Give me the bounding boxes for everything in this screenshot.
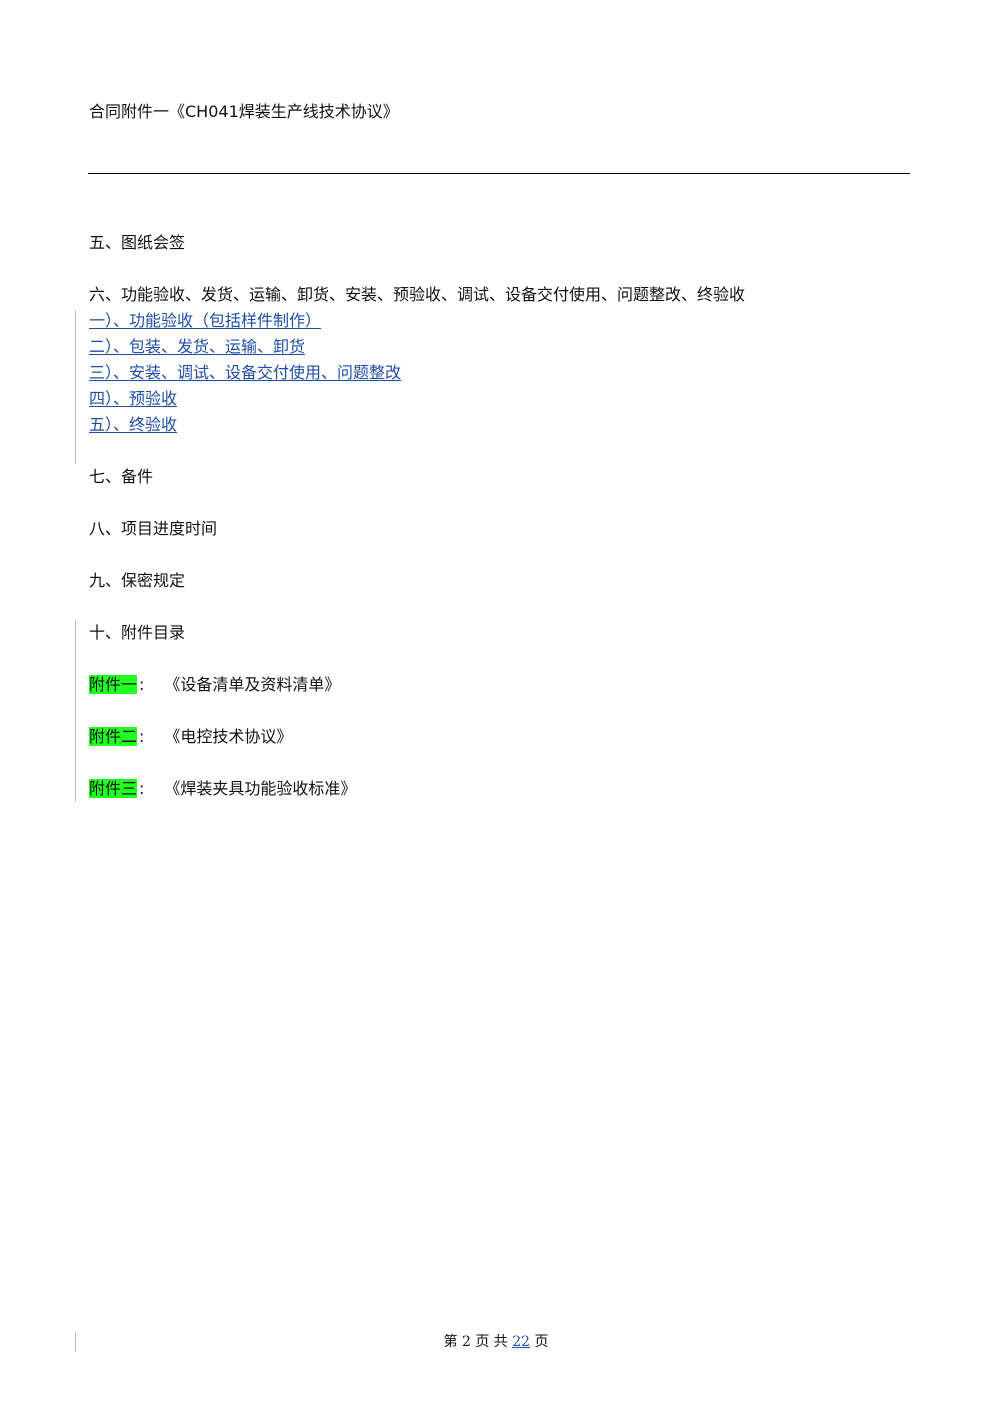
section-7-heading: 七、备件 xyxy=(89,467,154,486)
footer-total-pages[interactable]: 22 xyxy=(512,1334,531,1350)
footer-prefix: 第 xyxy=(443,1334,458,1350)
appendix-row: 附件一: 《设备清单及资料清单》 xyxy=(89,674,340,696)
header-divider xyxy=(88,173,910,174)
appendix-1-label[interactable]: 附件一 xyxy=(89,675,138,694)
toc-link-functional-acceptance[interactable]: 一）、功能验收（包括样件制作） xyxy=(89,311,322,330)
appendix-row: 附件三: 《焊装夹具功能验收标准》 xyxy=(89,778,356,800)
toc-link-packing-shipping[interactable]: 二）、包装、发货、运输、卸货 xyxy=(89,337,306,356)
section-10-heading: 十、附件目录 xyxy=(89,623,186,642)
toc-link-installation-debugging[interactable]: 三）、安装、调试、设备交付使用、问题整改 xyxy=(89,363,402,382)
appendix-row: 附件二: 《电控技术协议》 xyxy=(89,726,292,748)
revision-margin-bar xyxy=(75,620,76,802)
appendix-separator: : xyxy=(139,675,145,694)
toc-link-pre-acceptance[interactable]: 四）、预验收 xyxy=(89,389,178,408)
appendix-1-title: 《设备清单及资料清单》 xyxy=(164,675,341,694)
appendix-3-title: 《焊装夹具功能验收标准》 xyxy=(164,779,357,798)
appendix-separator: : xyxy=(139,727,145,746)
appendix-2-label[interactable]: 附件二 xyxy=(89,727,138,746)
footer-suffix: 页 xyxy=(534,1334,549,1350)
revision-margin-bar xyxy=(75,310,76,464)
section-8-heading: 八、项目进度时间 xyxy=(89,519,218,538)
appendix-2-title: 《电控技术协议》 xyxy=(164,727,293,746)
appendix-separator: : xyxy=(139,779,145,798)
appendix-3-label[interactable]: 附件三 xyxy=(89,779,138,798)
footer-mid: 页 共 xyxy=(475,1334,508,1350)
page-footer: 第 2 页 共 22 页 xyxy=(0,1332,992,1352)
revision-margin-bar xyxy=(75,1332,76,1352)
footer-current-page: 2 xyxy=(461,1334,471,1350)
document-header-title: 合同附件一《CH041焊装生产线技术协议》 xyxy=(89,102,399,121)
section-6-heading: 六、功能验收、发货、运输、卸货、安装、预验收、调试、设备交付使用、问题整改、终验… xyxy=(89,285,746,304)
section-5-heading: 五、图纸会签 xyxy=(89,233,186,252)
toc-link-final-acceptance[interactable]: 五）、终验收 xyxy=(89,415,178,434)
section-9-heading: 九、保密规定 xyxy=(89,571,186,590)
